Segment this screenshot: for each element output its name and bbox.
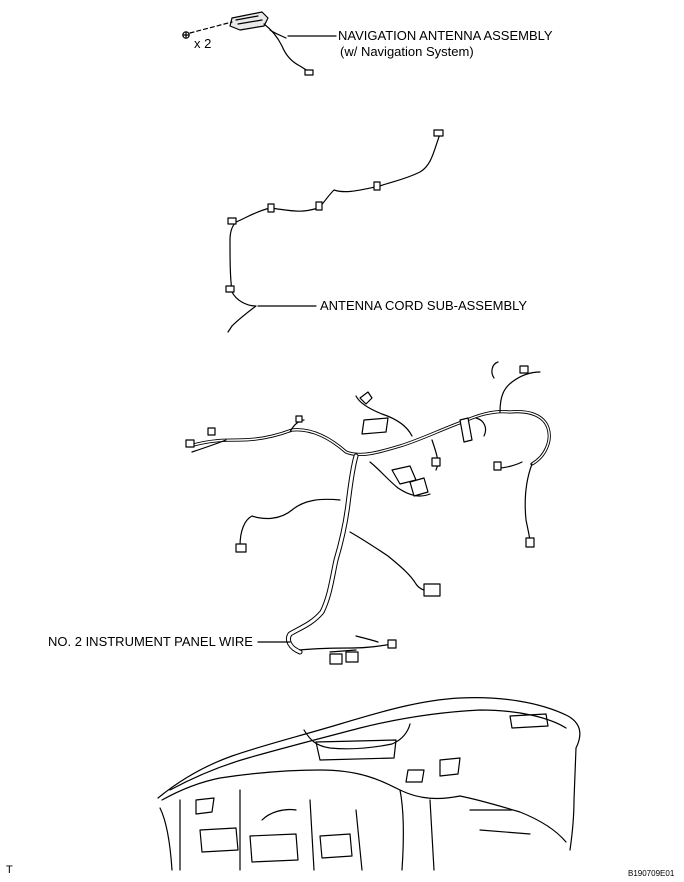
antenna-cord-label: ANTENNA CORD SUB-ASSEMBLY [320,298,528,313]
screw [182,31,190,39]
screw-quantity: x 2 [194,36,212,51]
instrument-panel-wire [185,361,551,665]
panel-wire-label: NO. 2 INSTRUMENT PANEL WIRE [48,634,253,649]
instrument-panel [157,697,581,871]
antenna-cord [225,129,444,333]
nav-antenna-label-line1: NAVIGATION ANTENNA ASSEMBLY [338,28,553,43]
navigation-antenna-assembly [189,11,314,76]
nav-antenna-label-line2: (w/ Navigation System) [340,44,474,59]
corner-mark: T [6,864,13,876]
figure-id: B190709E01 [628,869,675,878]
